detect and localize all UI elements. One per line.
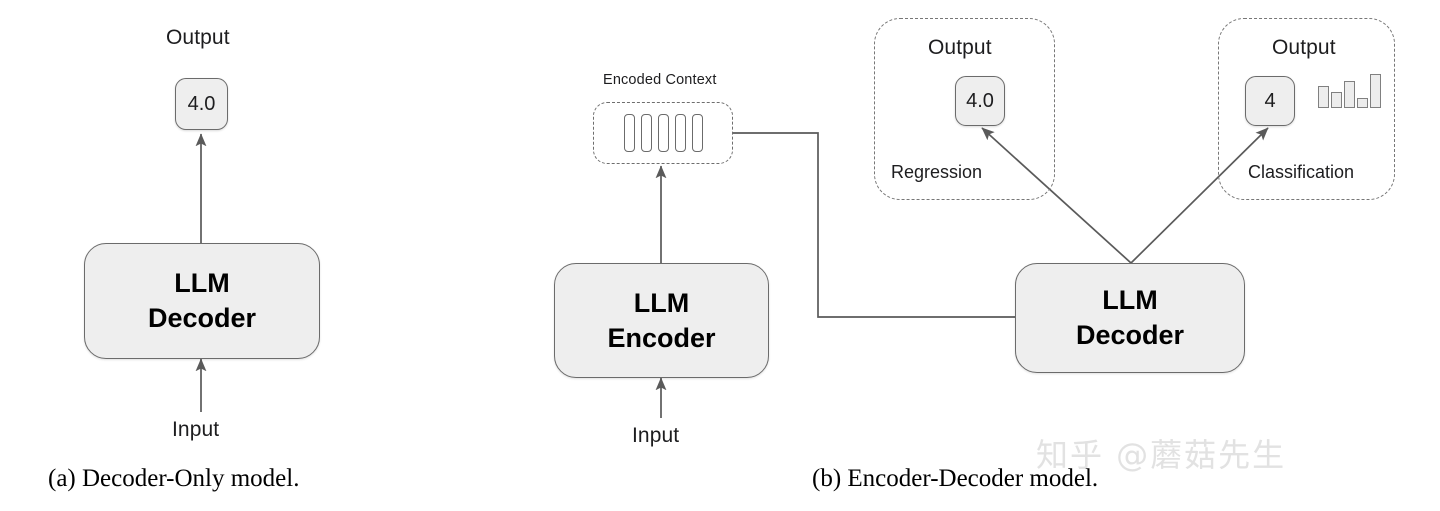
- bar-chart-icon-bar: [1318, 86, 1329, 108]
- context-token-bar: [623, 114, 635, 152]
- panel-b-regression-output-label: Output: [928, 36, 992, 59]
- panel-b-regression-value-box: 4.0: [955, 76, 1005, 126]
- panel-a-llm-decoder-line1: LLM: [174, 268, 230, 299]
- panel-b-llm-encoder-box: LLM Encoder: [554, 263, 769, 378]
- bar-chart-icon-bar: [1331, 92, 1342, 108]
- panel-b-regression-task-label: Regression: [891, 162, 983, 182]
- panel-a-input-label: Input: [172, 418, 220, 441]
- panel-b-classification-value: 4: [1264, 89, 1276, 112]
- panel-b-regression-group: [874, 18, 1055, 200]
- bar-chart-icon-bar: [1357, 98, 1368, 108]
- panel-a-llm-decoder-box: LLM Decoder: [84, 243, 320, 359]
- panel-a-caption: (a) Decoder-Only model.: [48, 465, 300, 492]
- panel-b-llm-encoder-line1: LLM: [633, 287, 690, 318]
- watermark: 知乎 @蘑菇先生: [1036, 436, 1287, 474]
- panel-b-llm-decoder-line2: Decoder: [1075, 320, 1185, 350]
- context-token-bar: [657, 114, 669, 152]
- context-token-bar: [674, 114, 686, 152]
- panel-b-llm-decoder-line1: LLM: [1102, 285, 1158, 316]
- panel-b-encoded-context-box: [593, 102, 733, 164]
- panel-b-llm-encoder-line2: Encoder: [607, 322, 716, 353]
- panel-a-output-value-box: 4.0: [175, 78, 228, 130]
- panel-b-caption: (b) Encoder-Decoder model.: [812, 465, 1099, 492]
- panel-b-regression-value: 4.0: [966, 89, 994, 112]
- panel-b-encoded-context-label: Encoded Context: [603, 72, 717, 88]
- panel-a-output-value: 4.0: [187, 92, 216, 115]
- panel-b-llm-decoder-box: LLM Decoder: [1015, 263, 1245, 373]
- bar-chart-icon: [1318, 68, 1381, 108]
- panel-b-input-label: Input: [632, 424, 680, 447]
- panel-a-output-label: Output: [166, 26, 230, 49]
- panel-a-llm-decoder-line2: Decoder: [147, 303, 257, 333]
- bar-chart-icon-bar: [1370, 74, 1381, 108]
- context-token-bar: [640, 114, 652, 152]
- panel-b-classification-value-box: 4: [1245, 76, 1295, 126]
- panel-b-classification-output-label: Output: [1272, 36, 1336, 59]
- panel-b-classification-group: [1218, 18, 1395, 200]
- context-token-bar: [691, 114, 703, 152]
- bar-chart-icon-bar: [1344, 81, 1355, 108]
- panel-b-classification-task-label: Classification: [1248, 162, 1355, 182]
